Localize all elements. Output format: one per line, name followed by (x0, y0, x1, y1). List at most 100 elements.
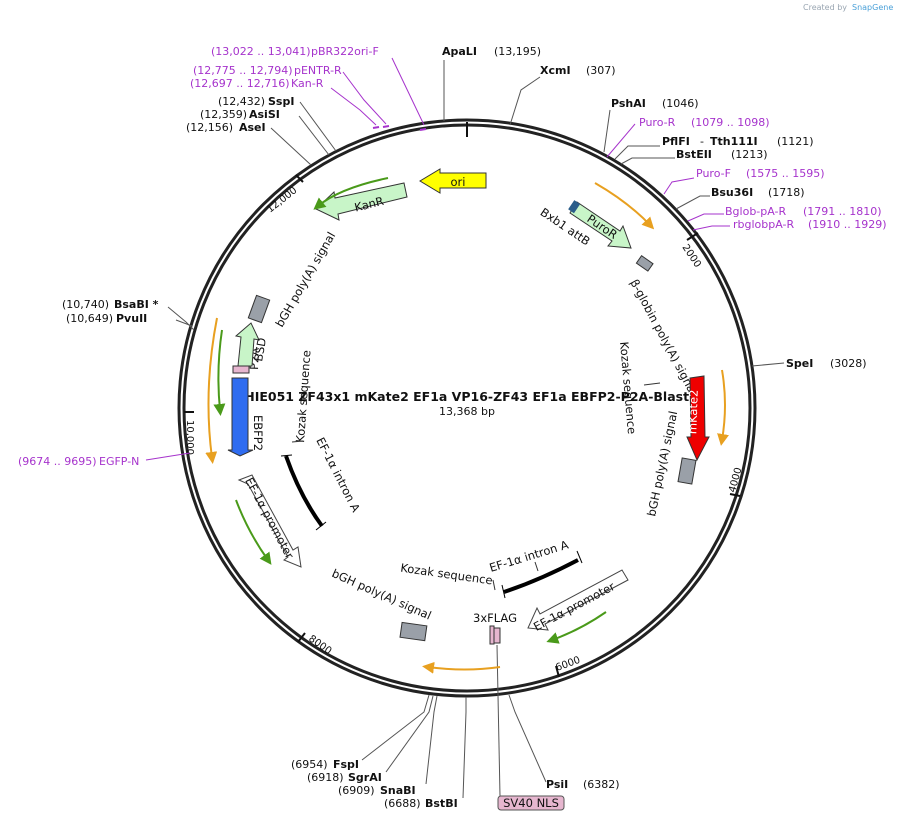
site-snabi[interactable]: SnaBI (380, 784, 416, 797)
promoter-left-orf-arrow (235, 499, 272, 565)
kozak2-label: Kozak sequence (293, 350, 313, 444)
flag-label: 3xFLAG (473, 611, 517, 625)
primers: (13,022 .. 13,041) pBR322ori-F (12,775 .… (18, 45, 887, 468)
sv40-nls-feature[interactable] (493, 627, 501, 644)
tick-label-10000: 10,000 (184, 420, 195, 455)
bxb1-feature[interactable] (568, 200, 581, 214)
primer-pbr322-range: (13,022 .. 13,041) (211, 45, 311, 58)
flag-feature[interactable] (489, 625, 495, 645)
bglobin-polya-label: β-globin poly(A) signal (627, 277, 700, 398)
site-fspi[interactable]: FspI (333, 758, 359, 771)
tick-2000 (686, 232, 699, 241)
primer-puro-r[interactable]: Puro-R (639, 116, 676, 129)
kozak1-marker (643, 382, 661, 386)
primer-rbglobpa-r-range: (1910 .. 1929) (808, 218, 887, 231)
site-apali-pos: (13,195) (494, 45, 541, 58)
site-snabi-pos: (6909) (338, 784, 375, 797)
ef1a-intron-right-feature[interactable] (503, 558, 579, 594)
site-pvuii[interactable]: PvuII (116, 312, 147, 325)
site-spei[interactable]: SpeI (786, 357, 813, 370)
bgh-polya-left-label: bGH poly(A) signal (272, 230, 338, 330)
site-bstbi[interactable]: BstBI (425, 797, 458, 810)
primer-bglob-pa-r[interactable]: Bglob-pA-R (725, 205, 787, 218)
tick-4000 (729, 493, 741, 497)
bgh-polya-right-feature[interactable] (677, 457, 697, 485)
ebfp2-label: EBFP2 (251, 415, 265, 451)
site-pflfi-sep: - (700, 135, 704, 148)
site-pshai[interactable]: PshAI (611, 97, 646, 110)
ef1a-intron-left-feature[interactable] (284, 455, 324, 528)
site-sgrai[interactable]: SgrAI (348, 771, 382, 784)
site-asei[interactable]: AseI (239, 121, 266, 134)
plasmid-name: pHIE051 ZF43x1 mKate2 EF1a VP16-ZF43 EF1… (235, 389, 699, 404)
sv40-nls-label: SV40 NLS (503, 796, 559, 810)
sv40-nls-badge[interactable] (497, 795, 565, 811)
left-orf-arrow (205, 317, 218, 464)
site-sgrai-pos: (6918) (307, 771, 344, 784)
site-sspi-pos: (12,432) (218, 95, 265, 108)
ef1a-intron-left-label: EF-1α intron A (313, 435, 363, 514)
site-bstbi-pos: (6688) (384, 797, 421, 810)
primer-kanr[interactable]: Kan-R (291, 77, 324, 90)
site-tth111i[interactable]: Tth111I (710, 135, 758, 148)
site-bsu36i-pos: (1718) (768, 186, 805, 199)
site-asei-pos: (12,156) (186, 121, 233, 134)
puror-orf-arrow (594, 182, 655, 230)
primer-egfp-n-range: (9674 .. 9695) (18, 455, 97, 468)
bsd-feature[interactable] (234, 322, 260, 367)
puror-feature[interactable] (569, 201, 632, 249)
backbone-outer (177, 118, 757, 698)
kanr-feature[interactable] (315, 182, 408, 221)
kozak3-label: Kozak sequence (400, 561, 494, 588)
primer-pbr322[interactable]: pBR322ori-F (311, 45, 379, 58)
ebfp2-feature[interactable] (227, 377, 254, 457)
site-bsteii-pos: (1213) (731, 148, 768, 161)
site-apali[interactable]: ApaLI (442, 45, 477, 58)
tick-6000 (555, 665, 560, 678)
site-pflfi[interactable]: PflFI (662, 135, 690, 148)
kozak1-label: Kozak sequence (617, 341, 639, 435)
kanr-label: KanR (353, 194, 385, 215)
primer-puro-r-range: (1079 .. 1098) (691, 116, 770, 129)
mkate2-feature[interactable] (686, 375, 710, 462)
ori-label: ori (451, 175, 466, 189)
site-psii[interactable]: PsiI (546, 778, 568, 791)
primer-pentr[interactable]: pENTR-R (294, 64, 342, 77)
site-spei-pos: (3028) (830, 357, 867, 370)
kozak2-marker (291, 440, 304, 443)
kanr-orf-arrow (313, 177, 389, 210)
tick-8000 (297, 632, 306, 643)
site-xcmi[interactable]: XcmI (540, 64, 571, 77)
ef1a-promoter-right-feature[interactable] (527, 569, 629, 631)
kozak3-marker (492, 579, 496, 591)
site-pshai-pos: (1046) (662, 97, 699, 110)
ef1a-promoter-right-label: EF-1α promoter (531, 579, 617, 634)
site-pvuii-pos: (10,649) (66, 312, 113, 325)
primer-puro-f[interactable]: Puro-F (696, 167, 731, 180)
ori-feature[interactable] (419, 168, 487, 194)
tick-label-12000: 12,000 (265, 185, 299, 215)
site-asisi[interactable]: AsiSI (249, 108, 280, 121)
site-pflfi-pos: (1121) (777, 135, 814, 148)
bgh-polya-bottom-feature[interactable] (399, 621, 428, 642)
site-sspi[interactable]: SspI (268, 95, 294, 108)
primer-rbglobpa-r[interactable]: rbglobpA-R (733, 218, 794, 231)
site-fspi-pos: (6954) (291, 758, 328, 771)
site-bsteii[interactable]: BstEII (676, 148, 712, 161)
site-bsabi[interactable]: BsaBI * (114, 298, 159, 311)
promoter-right-orf-arrow (546, 611, 607, 644)
size-ticks: 2000 4000 6000 8000 10,000 12,000 (184, 174, 744, 678)
primer-egfp-n[interactable]: EGFP-N (99, 455, 139, 468)
tick-12000 (295, 174, 304, 183)
plasmid-size: 13,368 bp (439, 405, 495, 418)
site-bsu36i[interactable]: Bsu36I (711, 186, 753, 199)
credit-brand: SnapGene (852, 3, 893, 12)
bsd-label: BSD (251, 336, 269, 362)
bgh-polya-left-feature[interactable] (247, 294, 271, 324)
bglobin-polya-feature[interactable] (635, 255, 654, 272)
mkate2-label: mKate2 (685, 389, 701, 434)
primer-bglob-pa-r-range: (1791 .. 1810) (803, 205, 882, 218)
primer-kanr-range: (12,697 .. 12,716) (190, 77, 290, 90)
ef1a-promoter-left-feature[interactable] (237, 474, 302, 568)
